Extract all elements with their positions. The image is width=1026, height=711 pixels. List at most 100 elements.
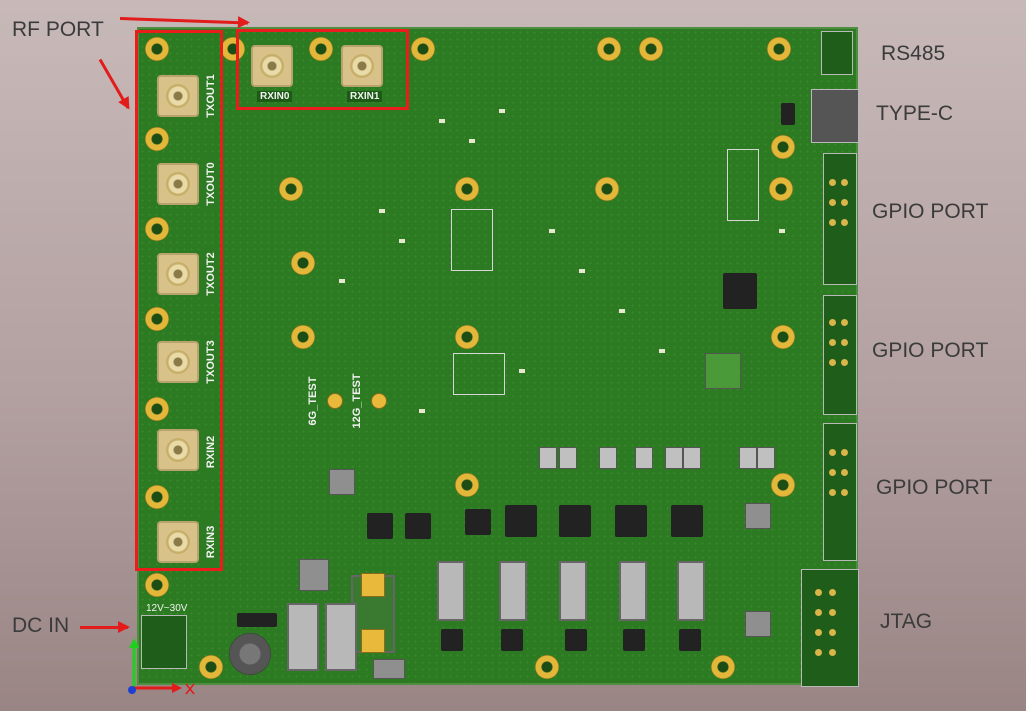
component	[539, 447, 557, 469]
ic-chip-grey	[373, 659, 405, 679]
annotation-gpio-port-2: GPIO PORT	[872, 339, 989, 362]
arrow-to-rf-port	[98, 58, 130, 109]
gpio-header-1	[823, 153, 857, 285]
component	[757, 447, 775, 469]
mounting-hole	[279, 177, 303, 201]
ic-chip	[615, 505, 647, 537]
mounting-hole	[199, 655, 223, 679]
sma-connector-rxin0	[251, 45, 293, 87]
header-pin	[841, 469, 848, 476]
mounting-hole	[291, 325, 315, 349]
smd-pad	[399, 239, 405, 243]
header-pin	[815, 629, 822, 636]
annotation-gpio-port-1: GPIO PORT	[872, 200, 989, 223]
mounting-hole	[145, 397, 169, 421]
ic-chip	[781, 103, 795, 125]
dc-input-connector	[141, 615, 187, 669]
arrow-to-dc-in	[80, 621, 130, 633]
smd-pad	[379, 209, 385, 213]
header-pin	[841, 319, 848, 326]
smd-pad	[659, 349, 665, 353]
component	[599, 447, 617, 469]
ic-chip	[679, 629, 701, 651]
header-pin	[829, 489, 836, 496]
sma-connector-txout2	[157, 253, 199, 295]
label-6g-test: 6G_TEST	[305, 371, 321, 431]
header-pin	[829, 589, 836, 596]
mounting-hole	[145, 573, 169, 597]
smd-pad	[519, 369, 525, 373]
inductor	[287, 603, 319, 671]
ic-chip	[405, 513, 431, 539]
header-pin	[829, 179, 836, 186]
ic-footprint	[705, 353, 741, 389]
component	[683, 447, 701, 469]
header-pin	[815, 589, 822, 596]
rs485-connector	[821, 31, 853, 75]
mounting-hole	[639, 37, 663, 61]
header-pin	[841, 449, 848, 456]
mounting-hole	[771, 135, 795, 159]
ic-chip-grey	[745, 503, 771, 529]
mounting-hole	[145, 217, 169, 241]
label-txout1: TXOUT1	[203, 69, 219, 123]
annotation-rf-port: RF PORT	[12, 18, 104, 41]
header-pin	[841, 219, 848, 226]
ic-chip	[367, 513, 393, 539]
inductor-pad	[361, 573, 385, 597]
mounting-hole	[145, 127, 169, 151]
header-pin	[841, 489, 848, 496]
jtag-header	[801, 569, 859, 687]
annotation-jtag: JTAG	[880, 610, 933, 633]
sma-connector-txout0	[157, 163, 199, 205]
xyz-axis-icon	[128, 638, 195, 695]
mounting-hole	[455, 177, 479, 201]
smd-pad	[499, 109, 505, 113]
ic-chip	[505, 505, 537, 537]
annotation-dc-in: DC IN	[12, 614, 70, 637]
test-pad	[327, 393, 343, 409]
inductor	[499, 561, 527, 621]
pcb-board: TXOUT1 TXOUT0 TXOUT2 TXOUT3 RXIN2 RXIN3 …	[137, 27, 859, 687]
component	[739, 447, 757, 469]
header-pin	[841, 199, 848, 206]
silkscreen-outline	[727, 149, 759, 221]
label-txout3: TXOUT3	[203, 335, 219, 389]
component	[665, 447, 683, 469]
mounting-hole	[711, 655, 735, 679]
ic-chip-grey	[329, 469, 355, 495]
ic-chip	[623, 629, 645, 651]
annotation-type-c: TYPE-C	[876, 102, 954, 125]
component	[559, 447, 577, 469]
ic-chip-grey	[299, 559, 329, 591]
smd-pad	[619, 309, 625, 313]
mounting-hole	[145, 485, 169, 509]
ic-chip-grey	[745, 611, 771, 637]
ic-chip	[723, 273, 757, 309]
smd-pad	[439, 119, 445, 123]
mounting-hole	[145, 307, 169, 331]
label-supply-range: 12V~30V	[146, 603, 188, 614]
silkscreen-outline	[451, 209, 493, 271]
sma-connector-rxin2	[157, 429, 199, 471]
mounting-hole	[771, 325, 795, 349]
mounting-hole	[597, 37, 621, 61]
label-rxin2: RXIN2	[203, 425, 219, 479]
smd-pad	[469, 139, 475, 143]
ic-chip	[671, 505, 703, 537]
component	[635, 447, 653, 469]
annotation-gpio-port-3: GPIO PORT	[876, 476, 993, 499]
mounting-hole	[411, 37, 435, 61]
inductor	[619, 561, 647, 621]
label-txout2: TXOUT2	[203, 247, 219, 301]
smd-pad	[339, 279, 345, 283]
mounting-hole	[535, 655, 559, 679]
rf-port-highlight-box	[135, 30, 223, 571]
header-pin	[829, 469, 836, 476]
diode	[237, 613, 277, 627]
sma-connector-txout1	[157, 75, 199, 117]
header-pin	[829, 609, 836, 616]
mounting-hole	[309, 37, 333, 61]
ic-chip	[559, 505, 591, 537]
label-12g-test: 12G_TEST	[349, 371, 365, 431]
